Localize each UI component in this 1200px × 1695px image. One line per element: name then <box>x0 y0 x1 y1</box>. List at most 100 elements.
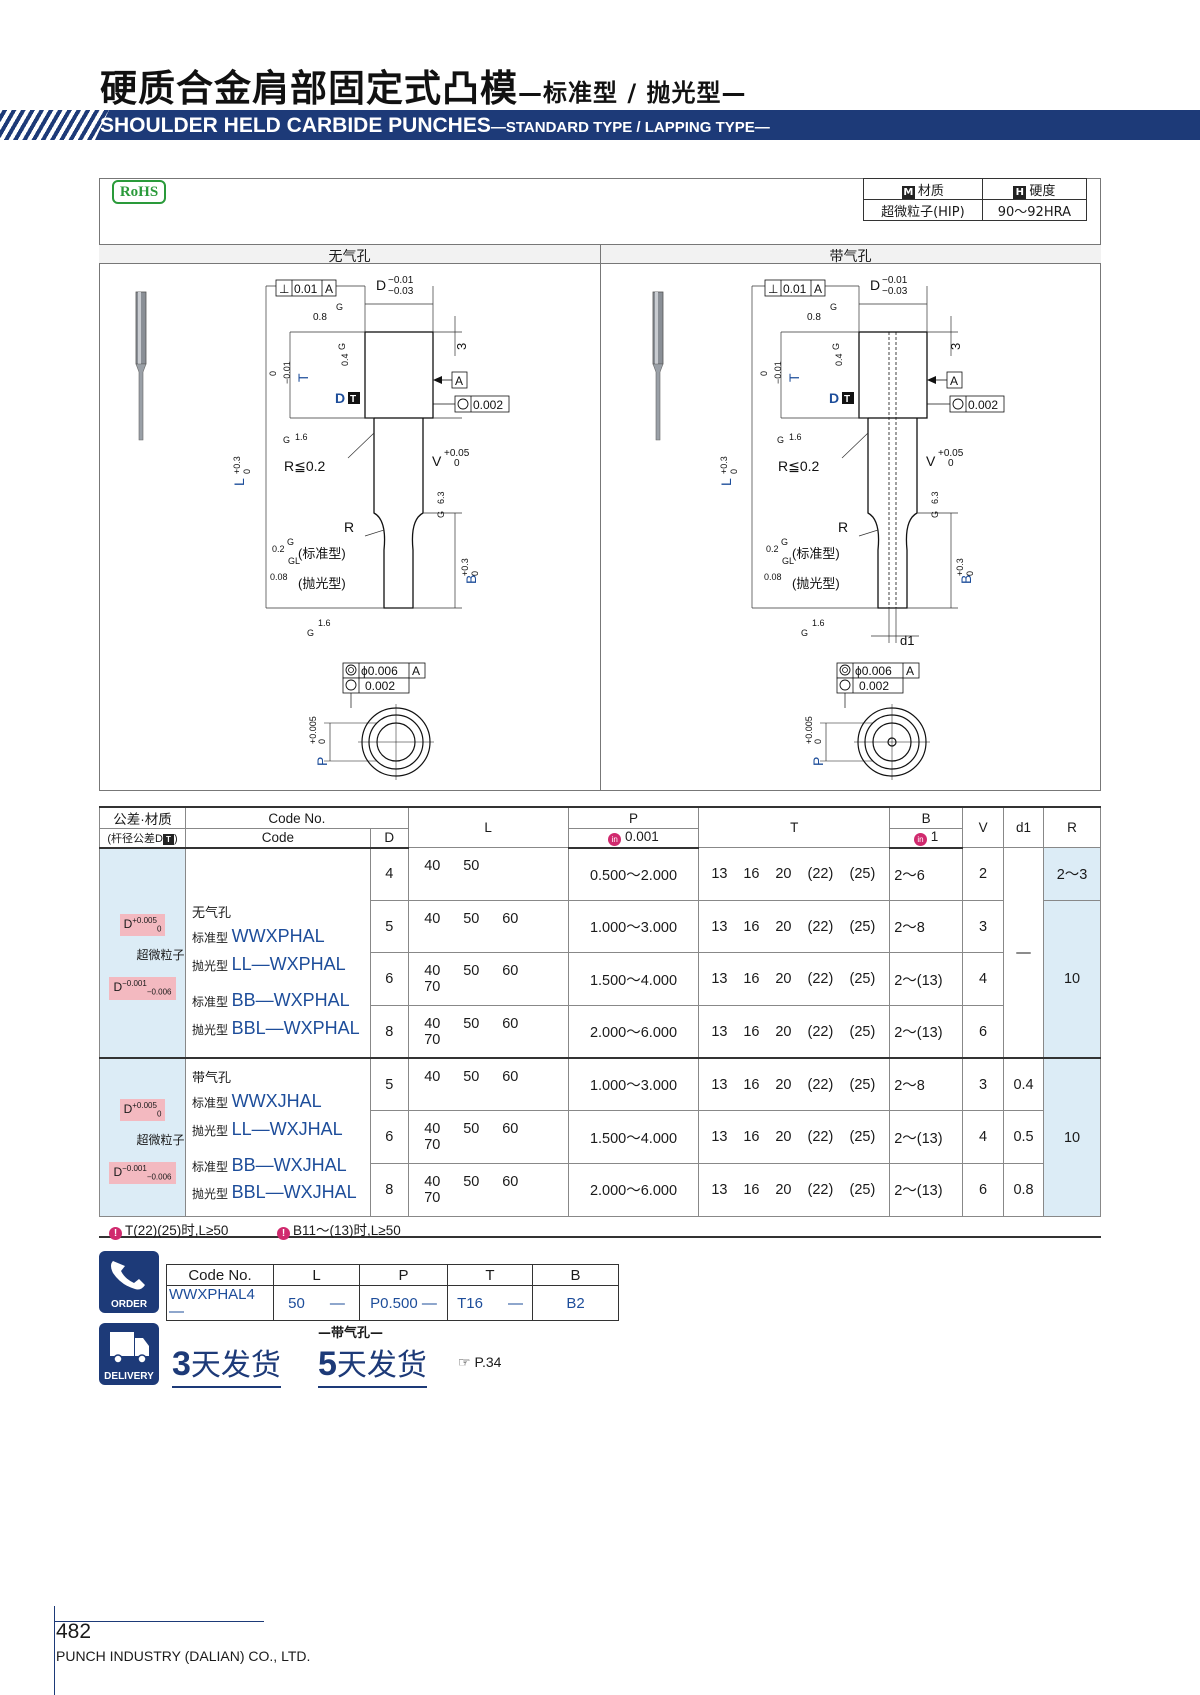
note-1: !T(22)(25)时,L≥50 <box>109 1219 228 1240</box>
material-value: 超微粒子(HIP) <box>863 199 983 221</box>
b-label: B <box>463 575 479 584</box>
r-label: R <box>344 519 354 535</box>
title-cn: 硬质合金肩部固定式凸模 <box>100 67 518 110</box>
p-label-2: P <box>810 757 826 766</box>
order-v-b: B2 <box>532 1285 619 1321</box>
g1-tol-d2-top: −0.001 <box>122 979 147 989</box>
g1r3-t4: (25) <box>849 1023 876 1040</box>
b-tol-bot: 0 <box>470 571 480 576</box>
g1-tol-d2-l: D <box>113 980 123 995</box>
g-mark-5: G <box>287 537 294 547</box>
table-row: D+0.0050 超微粒子 D−0.001−0.006 带气孔 标准型 WWXJ… <box>99 1057 1101 1217</box>
g2r1-p: 1.500～4.000 <box>567 1110 700 1165</box>
d-tol-top-2: −0.01 <box>882 275 908 286</box>
g2r1-t4: (25) <box>849 1129 876 1146</box>
g1r1-t3: (22) <box>807 918 834 935</box>
v-tol-bot: 0 <box>454 458 460 469</box>
order-h-p: P <box>359 1264 448 1286</box>
p-tol-bot-2: 0 <box>813 739 823 744</box>
g1r3-p: 2.000～6.000 <box>567 1005 700 1059</box>
g1r0-l0: 40 <box>424 857 441 874</box>
lap-label-2: (抛光型) <box>792 576 840 591</box>
perp-datum: A <box>325 282 333 296</box>
order-v-l: 50 — <box>273 1285 360 1321</box>
g1r0-b: 2～6 <box>889 847 964 901</box>
g2r2-l0: 40 <box>424 1173 441 1190</box>
g2r2-t1: 16 <box>743 1181 760 1198</box>
g1r2-d: 6 <box>369 952 409 1007</box>
g1r0-r: 2～3 <box>1043 847 1101 901</box>
g1r1-t4: (25) <box>849 918 876 935</box>
g1r3-v: 6 <box>962 1005 1005 1059</box>
g-mark-2-1: G <box>830 302 837 312</box>
g1r0-t2: 20 <box>775 865 792 882</box>
g2r1-d: 6 <box>369 1110 409 1165</box>
phone-icon <box>111 1261 145 1290</box>
g1r2-l3: 70 <box>424 979 441 996</box>
p-tol-top: +0.005 <box>308 716 318 744</box>
g2r2-l1: 50 <box>463 1173 480 1190</box>
rough-16-2b: 1.6 <box>812 618 825 628</box>
hdr-tol2-text: (杆径公差D <box>107 832 163 845</box>
g1r2-t1: 16 <box>743 971 760 988</box>
order-dash-1: — <box>169 1303 184 1320</box>
delivery-5-text: 天发货 <box>336 1348 427 1383</box>
delivery-5-num: 5 <box>318 1345 337 1383</box>
hdr-b-unit: in 1 <box>889 828 964 849</box>
g2r2-l2: 60 <box>502 1173 519 1190</box>
g1-code-3: BB—WXPHAL <box>231 989 350 1010</box>
t-tol-bot: −0.01 <box>282 361 292 384</box>
v-label: V <box>432 453 442 469</box>
end-view <box>324 693 434 780</box>
dt-icon: T <box>350 394 356 405</box>
footer-hline <box>54 1621 264 1622</box>
g1r2-l1: 50 <box>463 963 480 980</box>
l-label-2: L <box>718 478 734 486</box>
v-tol-top-2: +0.05 <box>938 448 964 459</box>
dt-label: D <box>335 390 345 406</box>
g-mark-4: G <box>436 511 446 518</box>
rough-04-2: 0.4 <box>834 353 844 366</box>
g1r3-l2: 60 <box>502 1015 519 1032</box>
perp-symbol: ⊥ <box>279 282 289 296</box>
delivery-5days: 5天发货 <box>318 1340 427 1388</box>
d-label-2: D <box>870 277 880 293</box>
g2-code-1: WWXJHAL <box>231 1090 322 1111</box>
g2r0-l2: 60 <box>502 1068 519 1085</box>
g1-std-1: 标准型 <box>191 931 228 946</box>
g1-d1: — <box>1003 847 1045 1060</box>
g2r1-l0: 40 <box>424 1121 441 1138</box>
circ-value-2: 0.002 <box>365 679 395 693</box>
d-label: D <box>376 277 386 293</box>
hdr-tol: 公差·材质 <box>99 806 186 829</box>
delivery-3-num: 3 <box>172 1345 191 1383</box>
order-example-table: Code No. L P T B WWXPHAL4 — 50 — P0.500 … <box>166 1264 619 1321</box>
g2-code-3: BB—WXJHAL <box>231 1154 347 1175</box>
g1r3-l0: 40 <box>424 1015 441 1032</box>
g1-code-2: LL—WXPHAL <box>231 954 346 975</box>
g1r3-t3: (22) <box>807 1023 834 1040</box>
hdr-v: V <box>962 806 1005 848</box>
page-ref-link[interactable]: ☞ P.34 <box>458 1354 502 1370</box>
d-tol-bot-2: −0.03 <box>882 286 908 297</box>
rough-63-2: 6.3 <box>930 491 940 504</box>
order-label: ORDER <box>110 1299 148 1310</box>
title-en-sub: —STANDARD TYPE / LAPPING TYPE— <box>490 119 770 136</box>
g2r0-v: 3 <box>962 1057 1005 1112</box>
g1r2-p: 1.500～4.000 <box>567 952 700 1007</box>
title-stripes <box>0 110 110 140</box>
l-tol-bot: 0 <box>242 469 252 474</box>
title-band <box>95 110 1200 140</box>
g-mark-2-4: G <box>930 511 940 518</box>
section-divider <box>600 244 601 791</box>
g1-std-2: 标准型 <box>191 994 228 1009</box>
g2-codes: 带气孔 标准型 WWXJHAL 抛光型 LL—WXJHAL 标准型 BB—WXJ… <box>184 1057 371 1217</box>
delivery-note: —带气孔— <box>318 1326 384 1341</box>
g2r2-t4: (25) <box>849 1181 876 1198</box>
g1r2-l2: 60 <box>502 963 519 980</box>
g1r3-b: 2～(13) <box>889 1005 964 1059</box>
